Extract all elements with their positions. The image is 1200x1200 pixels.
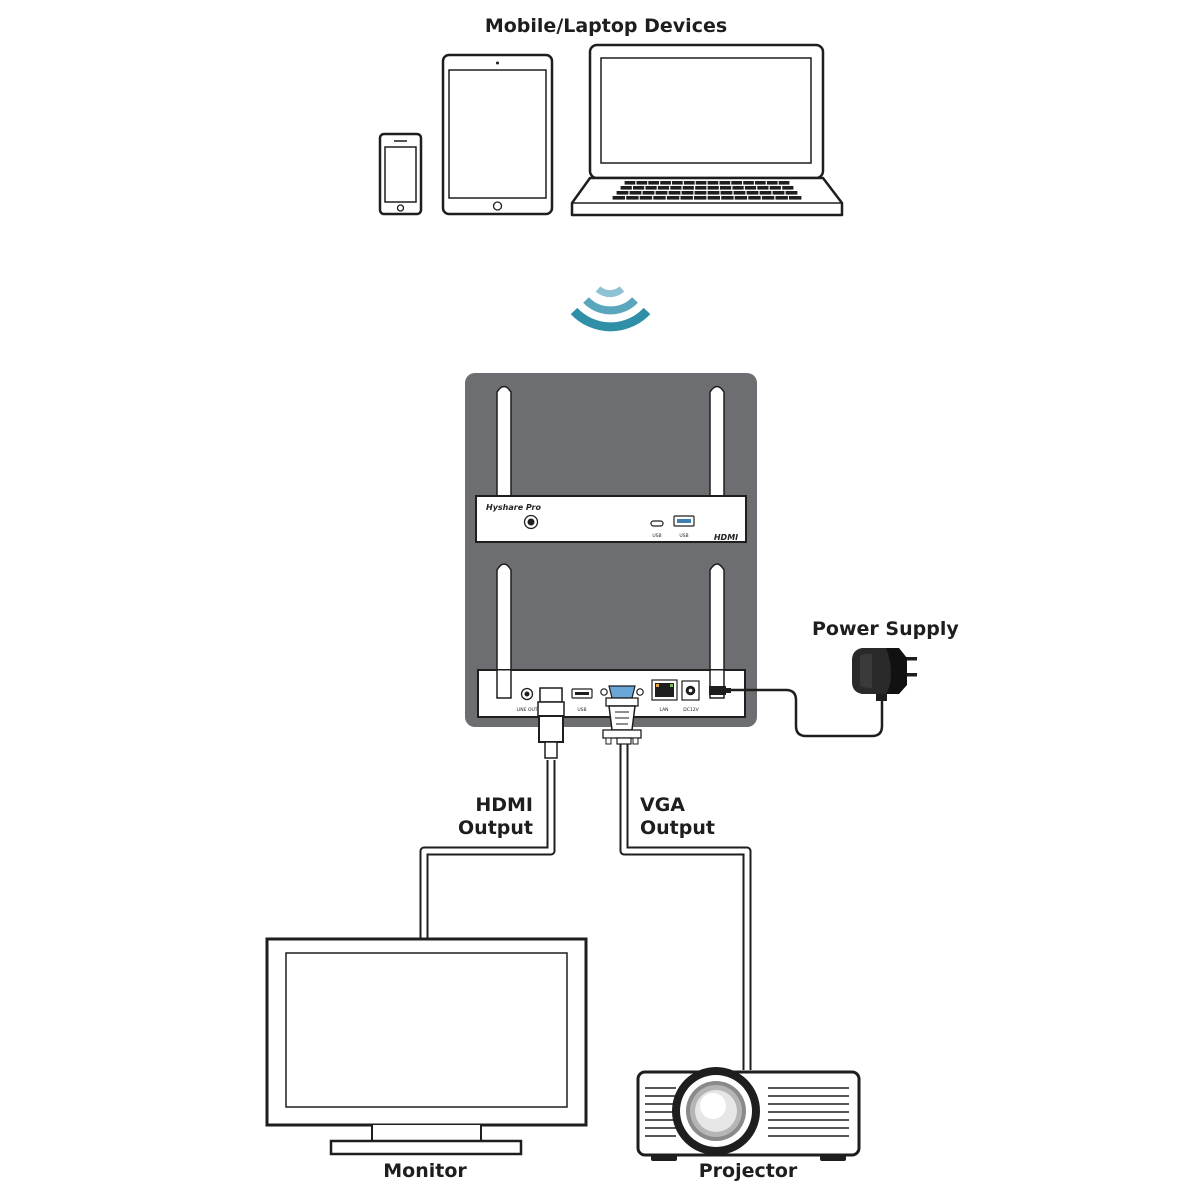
projector-vents bbox=[645, 1087, 849, 1137]
devices-label: Mobile/Laptop Devices bbox=[484, 15, 728, 37]
line-out-port-icon bbox=[520, 687, 534, 701]
dc-plug-icon bbox=[709, 686, 731, 695]
power-button-icon bbox=[523, 514, 539, 530]
usb-a-port-icon bbox=[673, 515, 695, 527]
laptop-icon bbox=[570, 43, 844, 217]
monitor-label: Monitor bbox=[383, 1160, 467, 1182]
antenna-bottom-left-icon bbox=[496, 563, 512, 699]
lan-port-icon bbox=[651, 679, 678, 701]
hdmi-output-line1: HDMI bbox=[475, 794, 533, 816]
rear-usb-label: USB bbox=[577, 707, 586, 713]
vga-output-line1: VGA bbox=[640, 794, 686, 816]
antenna-top-right-icon bbox=[709, 385, 725, 497]
hdmi-logo-text: HDMI bbox=[714, 533, 738, 542]
hdmi-connector-icon bbox=[537, 687, 565, 759]
brand-text: Hyshare Pro bbox=[486, 503, 541, 512]
vga-output-line2: Output bbox=[640, 817, 715, 839]
dc12v-label: DC12V bbox=[683, 707, 699, 713]
front-usb-a-label: USB bbox=[679, 533, 688, 539]
projector-label: Projector bbox=[698, 1160, 798, 1182]
vga-output-label: VGA Output bbox=[640, 794, 715, 840]
tablet-icon bbox=[441, 53, 554, 216]
keyboard-icon bbox=[612, 181, 802, 200]
power-cable bbox=[724, 688, 884, 738]
dc-power-port-icon bbox=[681, 680, 700, 701]
front-panel: Hyshare Pro USB USB HDMI bbox=[475, 495, 747, 543]
projector-icon bbox=[636, 1067, 861, 1161]
power-supply-label: Power Supply bbox=[812, 618, 959, 640]
hdmi-cable bbox=[419, 760, 556, 940]
antenna-bottom-right-icon bbox=[709, 563, 725, 699]
wireless-signal-icon bbox=[570, 286, 651, 332]
monitor-icon bbox=[265, 937, 588, 1156]
usb-c-port-icon bbox=[650, 520, 664, 527]
phone-icon bbox=[378, 132, 423, 216]
receiver-unit: Hyshare Pro USB USB HDMI bbox=[465, 373, 757, 727]
vga-cable bbox=[619, 742, 752, 1070]
hdmi-output-line2: Output bbox=[458, 817, 533, 839]
projector-lens-icon bbox=[672, 1067, 760, 1155]
power-adapter-icon bbox=[852, 648, 917, 701]
front-usb-c-label: USB bbox=[652, 533, 661, 539]
line-out-label: LINE OUT bbox=[516, 707, 537, 713]
antenna-top-left-icon bbox=[496, 385, 512, 497]
lan-label: LAN bbox=[659, 707, 668, 713]
vga-connector-icon bbox=[602, 697, 642, 745]
hdmi-output-label: HDMI Output bbox=[440, 794, 533, 840]
rear-usb-port-icon bbox=[571, 688, 593, 699]
